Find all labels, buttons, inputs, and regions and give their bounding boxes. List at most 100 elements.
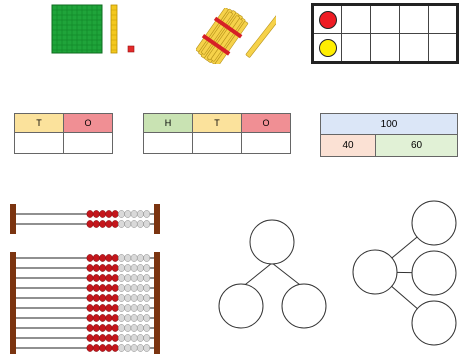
part-circle <box>412 251 456 295</box>
red-bead <box>112 334 118 341</box>
white-bead <box>137 264 143 271</box>
red-bead <box>87 314 93 321</box>
white-bead <box>144 344 150 351</box>
white-bead <box>144 284 150 291</box>
white-bead <box>131 324 137 331</box>
red-bead <box>106 210 112 217</box>
white-bead <box>144 314 150 321</box>
unit-cube-icon <box>128 46 134 52</box>
red-bead <box>99 324 105 331</box>
red-bead <box>99 274 105 281</box>
red-bead <box>112 314 118 321</box>
red-bead <box>106 324 112 331</box>
bar-model-part-a: 40 <box>320 135 376 157</box>
red-bead <box>99 294 105 301</box>
red-bead <box>106 220 112 227</box>
abacus-left-frame <box>10 252 16 354</box>
ten-frame-cell <box>313 5 342 34</box>
red-bead <box>106 344 112 351</box>
part-whole-two-parts <box>216 218 332 334</box>
tens-header: T <box>193 114 242 133</box>
whole-circle <box>353 250 397 294</box>
white-bead <box>137 324 143 331</box>
white-bead <box>131 264 137 271</box>
red-bead <box>112 264 118 271</box>
hundred-flat-icon <box>52 5 102 53</box>
red-bead <box>99 254 105 261</box>
white-bead <box>131 304 137 311</box>
red-bead <box>87 220 93 227</box>
red-bead <box>87 210 93 217</box>
ten-frame-cell <box>371 5 400 34</box>
white-bead <box>131 284 137 291</box>
red-bead <box>93 264 99 271</box>
red-bead <box>87 254 93 261</box>
white-bead <box>125 304 131 311</box>
red-bead <box>106 314 112 321</box>
red-counter-icon <box>319 11 337 29</box>
white-bead <box>131 220 137 227</box>
red-bead <box>99 264 105 271</box>
ones-header: O <box>242 114 291 133</box>
ten-frame-cell <box>429 34 458 63</box>
part-whole-three-parts <box>350 197 458 352</box>
white-bead <box>118 344 124 351</box>
stick-bundle-icon <box>196 8 251 64</box>
red-bead <box>106 274 112 281</box>
red-bead <box>87 304 93 311</box>
white-bead <box>125 294 131 301</box>
red-bead <box>87 264 93 271</box>
white-bead <box>125 274 131 281</box>
white-bead <box>125 344 131 351</box>
white-bead <box>125 220 131 227</box>
straws-bundle <box>196 8 276 64</box>
white-bead <box>125 324 131 331</box>
red-bead <box>112 294 118 301</box>
hundreds-header: H <box>144 114 193 133</box>
yellow-counter-icon <box>319 39 337 57</box>
white-bead <box>125 254 131 261</box>
red-bead <box>112 304 118 311</box>
pv-body-row <box>15 133 113 154</box>
white-bead <box>125 284 131 291</box>
white-bead <box>125 264 131 271</box>
white-bead <box>144 254 150 261</box>
abacus-left-frame <box>10 204 16 234</box>
bar-model-parts: 40 60 <box>320 135 458 157</box>
white-bead <box>137 344 143 351</box>
ones-header: O <box>64 114 113 133</box>
pv-header-row: H T O <box>144 114 291 133</box>
white-bead <box>131 210 137 217</box>
white-bead <box>118 210 124 217</box>
white-bead <box>131 274 137 281</box>
red-bead <box>112 220 118 227</box>
white-bead <box>144 274 150 281</box>
red-bead <box>99 314 105 321</box>
red-bead <box>87 294 93 301</box>
red-bead <box>106 284 112 291</box>
part-circle <box>412 301 456 345</box>
white-bead <box>137 274 143 281</box>
bundle-svg <box>196 8 276 64</box>
ten-frame-row <box>313 34 458 63</box>
pv-header-row: T O <box>15 114 113 133</box>
white-bead <box>144 210 150 217</box>
red-bead <box>93 344 99 351</box>
white-bead <box>137 220 143 227</box>
red-bead <box>93 220 99 227</box>
white-bead <box>125 314 131 321</box>
abacus-single-row <box>8 203 164 235</box>
bar-model: 100 40 60 <box>320 113 458 157</box>
red-bead <box>112 324 118 331</box>
bar-model-whole: 100 <box>320 113 458 135</box>
white-bead <box>137 294 143 301</box>
part-circle <box>219 284 263 328</box>
red-bead <box>87 274 93 281</box>
white-bead <box>118 304 124 311</box>
ten-frame-cell <box>371 34 400 63</box>
abacus-right-frame <box>154 252 160 354</box>
ten-frame-cell <box>313 34 342 63</box>
base-ten-svg <box>50 4 140 56</box>
red-bead <box>93 304 99 311</box>
red-bead <box>87 334 93 341</box>
